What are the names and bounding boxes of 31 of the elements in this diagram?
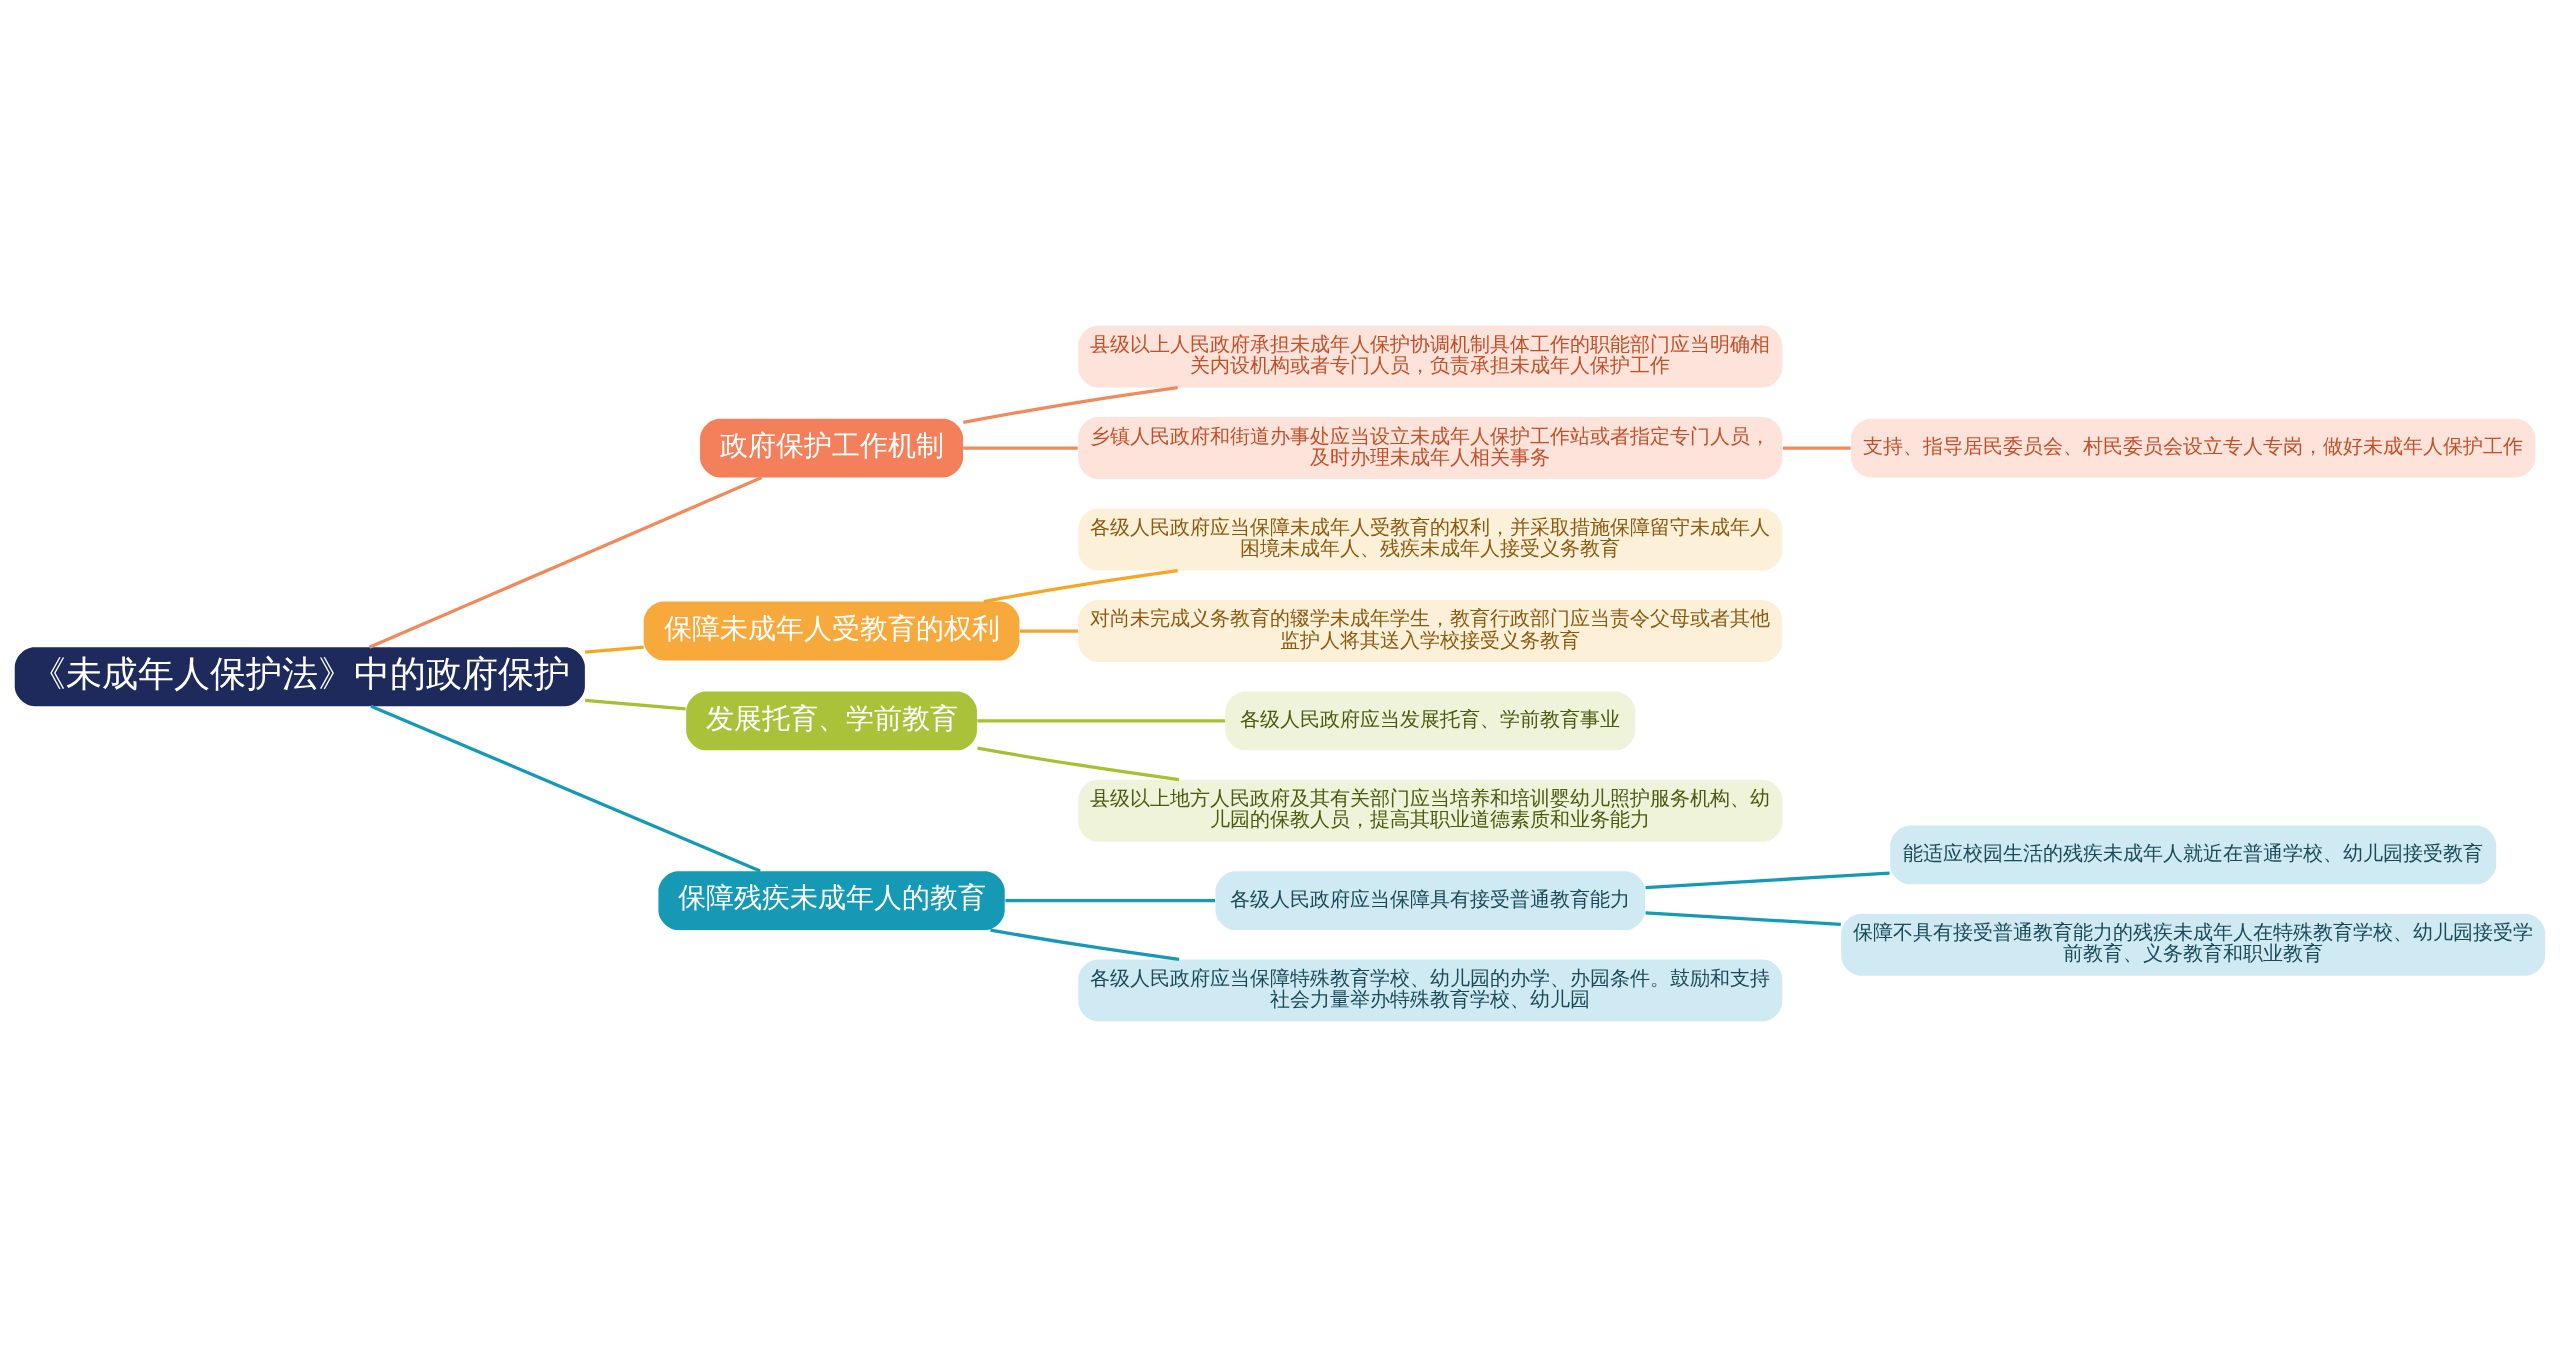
node-box: 能适应校园生活的残疾未成年人就近在普通学校、幼儿园接受教育: [1890, 824, 2497, 884]
node-box: 支持、指导居民委员会、村民委员会设立专人专岗，做好未成年人保护工作: [1850, 418, 2536, 477]
connector: [963, 385, 1178, 424]
node-box: 保障未成年人受教育的权利: [643, 601, 1020, 660]
node-box: 各级人民政府应当保障未成年人受教育的权利，并采取措施保障留守未成年人困境未成年人、残疾未成年人接受义务教育: [1078, 508, 1783, 571]
connector: [584, 645, 644, 654]
node-box: 《未成年人保护法》中的政府保护: [14, 646, 585, 706]
connector: [370, 704, 761, 873]
connector: [1645, 870, 1890, 889]
connector: [1019, 628, 1078, 633]
node-box: 各级人民政府应当保障具有接受普通教育能力: [1215, 870, 1646, 930]
node-box: 各级人民政府应当发展托育、学前教育事业: [1225, 690, 1636, 750]
node-box: 乡镇人民政府和街道办事处应当设立未成年人保护工作站或者指定专门人员，及时办理未成年人相关事务: [1078, 416, 1783, 479]
node-box: 县级以上人民政府承担未成年人保护协调机制具体工作的职能部门应当明确相关内设机构或者专门人员，负责承担未成年人保护工作: [1078, 325, 1783, 388]
node-box: 县级以上地方人民政府及其有关部门应当培养和培训婴幼儿照护服务机构、幼儿园的保教人员，提高其职业道德素质和业务能力: [1078, 779, 1783, 842]
node-box: 发展托育、学前教育: [686, 690, 977, 750]
node-box: 保障残疾未成年人的教育: [658, 870, 1005, 930]
node-box: 对尚未完成义务教育的辍学未成年学生，教育行政部门应当责令父母或者其他监护人将其送入学校接受义务教育: [1078, 599, 1783, 662]
connector: [977, 745, 1180, 781]
connector: [963, 445, 1078, 450]
connector: [1005, 898, 1215, 902]
connector: [990, 927, 1180, 961]
node-box: 政府保护工作机制: [700, 418, 964, 477]
connector: [983, 568, 1178, 603]
node-box: 各级人民政府应当保障特殊教育学校、幼儿园的办学、办园条件。鼓励和支持社会力量举办特殊教育学校、幼儿园: [1078, 958, 1783, 1021]
connector: [1782, 445, 1851, 450]
connector: [1645, 910, 1841, 926]
connector: [368, 475, 763, 649]
connector: [977, 718, 1226, 722]
connector: [584, 698, 686, 710]
node-box: 保障不具有接受普通教育能力的残疾未成年人在特殊教育学校、幼儿园接受学前教育、义务教育和职业教育: [1841, 913, 2546, 976]
